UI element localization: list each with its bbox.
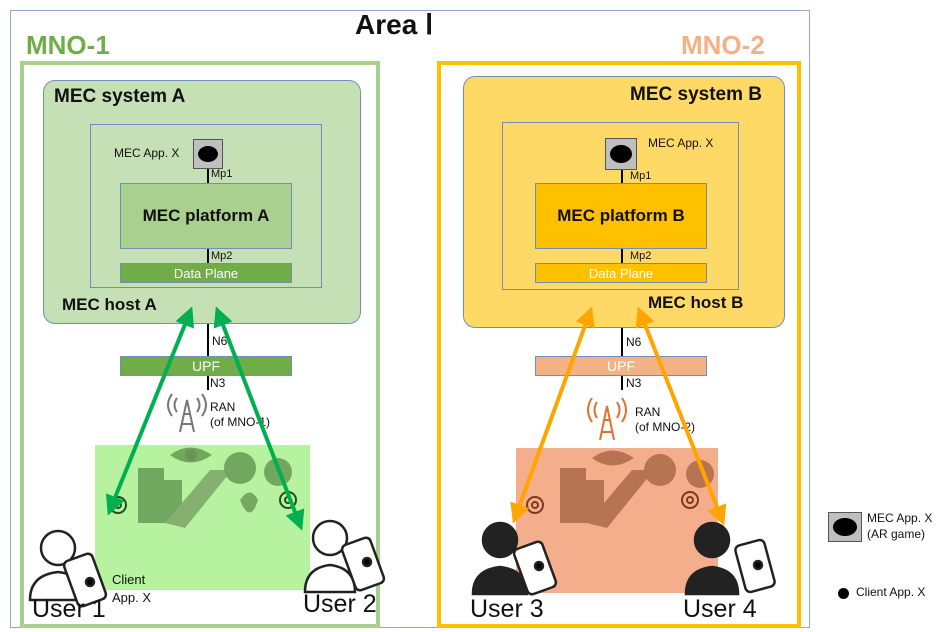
mp1-a-link: [207, 169, 209, 183]
ran-tower-b-icon: [587, 397, 627, 441]
user-2-figure: [303, 519, 386, 594]
user-3-label: User 3: [470, 595, 544, 623]
mp2-a-link: [207, 249, 209, 263]
mno2-boundary: [437, 61, 801, 628]
user-4-label: User 4: [683, 595, 757, 623]
mno1-label: MNO-1: [26, 30, 110, 60]
client-app-label-line1: Client: [112, 572, 146, 587]
arrow-user2-to-host-a: [213, 306, 305, 531]
n3-b-link: [621, 376, 623, 390]
mec-platform-a: MEC platform A: [120, 183, 292, 249]
mec-system-b-title: MEC system B: [630, 84, 762, 105]
user-1-figure: [28, 529, 108, 608]
mp1-b-link: [621, 170, 623, 183]
n3-a-link: [207, 376, 209, 390]
mec-system-a-title: MEC system A: [54, 86, 186, 107]
user-4-figure: [684, 521, 776, 596]
arrow-user4-to-host-b: [635, 306, 727, 526]
mec-app-b-label: MEC App. X: [648, 136, 714, 150]
area-title: Area Ⅰ: [355, 9, 434, 40]
data-plane-b: Data Plane: [535, 263, 707, 283]
user-3-figure: [471, 521, 558, 596]
mp1-a-label: Mp1: [211, 168, 233, 180]
n6-a-link: [207, 324, 209, 356]
arrow-user1-to-host-a: [105, 306, 195, 516]
scene-a-artwork: [138, 447, 292, 528]
data-plane-a: Data Plane: [120, 263, 292, 283]
user-2-label: User 2: [303, 590, 377, 618]
n6-b-link: [621, 328, 623, 356]
user-1-label: User 1: [32, 595, 106, 623]
ran-tower-a-icon: [167, 393, 207, 433]
mec-app-a-icon: [193, 139, 223, 169]
mec-host-a: [90, 124, 322, 288]
legend-client-app-label: Client App. X: [856, 585, 926, 599]
mec-platform-b: MEC platform B: [535, 183, 707, 249]
legend-client-app-dot: [838, 588, 849, 599]
mp2-b-link: [621, 249, 623, 263]
client-app-label-line2: App. X: [112, 590, 152, 605]
mno1-boundary: [20, 61, 380, 628]
mp2-a-label: Mp2: [211, 250, 233, 262]
mp2-b-label: Mp2: [630, 250, 652, 262]
mno2-label: MNO-2: [681, 30, 765, 60]
legend-mec-app-label: MEC App. X: [867, 511, 933, 525]
legend-mec-app-icon: [828, 512, 862, 542]
scene-b-artwork: [560, 450, 714, 528]
arrow-user3-to-host-b: [510, 306, 595, 524]
mec-host-b: [502, 122, 739, 290]
legend-mec-app-sublabel: (AR game): [867, 527, 926, 541]
mp1-b-label: Mp1: [630, 170, 652, 182]
mec-app-a-label: MEC App. X: [114, 146, 180, 160]
mec-app-b-icon: [605, 138, 637, 170]
